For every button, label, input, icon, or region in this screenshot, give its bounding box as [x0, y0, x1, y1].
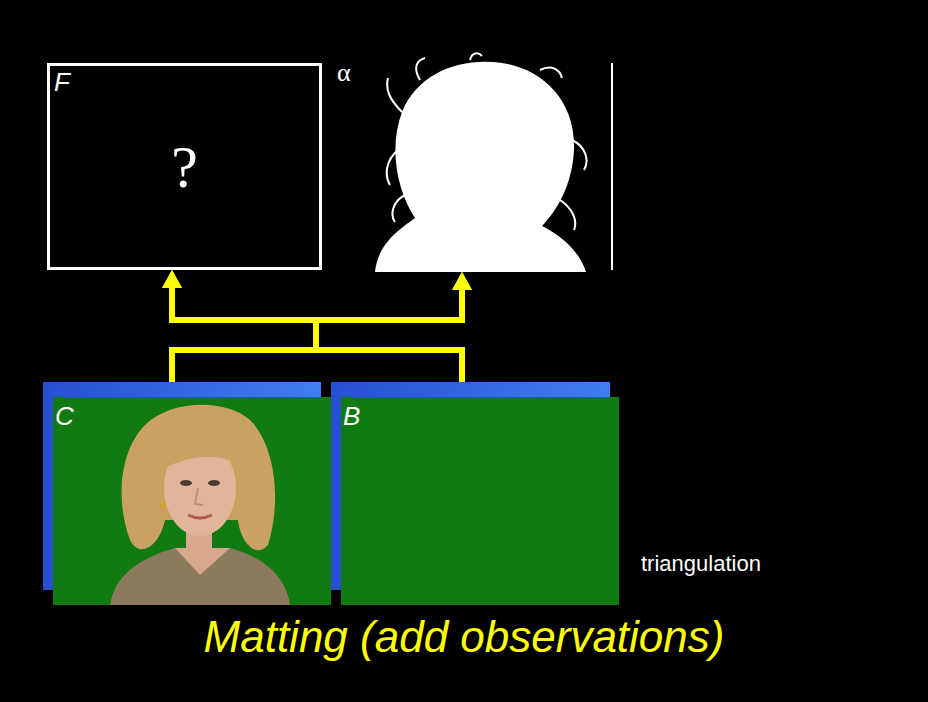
- matte-box: α: [333, 57, 613, 272]
- frame-edge: [611, 63, 613, 270]
- node-label: F: [54, 68, 70, 97]
- flow-arrow: [316, 290, 462, 382]
- flow-arrow: [172, 290, 462, 382]
- slide-title: Matting (add observations): [0, 612, 928, 662]
- side-note: triangulation: [641, 551, 761, 577]
- portrait: [110, 405, 290, 605]
- node-label: C: [55, 402, 74, 431]
- alpha-matte: [375, 53, 587, 272]
- composite-frame: C: [43, 382, 331, 605]
- node-label: α: [337, 59, 351, 88]
- node-label: B: [343, 402, 360, 431]
- background-frame: B: [331, 382, 619, 605]
- green-screen: [341, 397, 619, 605]
- node-symbol: ?: [171, 134, 198, 200]
- unknown-box: F?: [47, 63, 322, 270]
- flow-arrow: [172, 288, 316, 382]
- green-screen: [53, 397, 331, 605]
- flow-arrow: [172, 288, 462, 382]
